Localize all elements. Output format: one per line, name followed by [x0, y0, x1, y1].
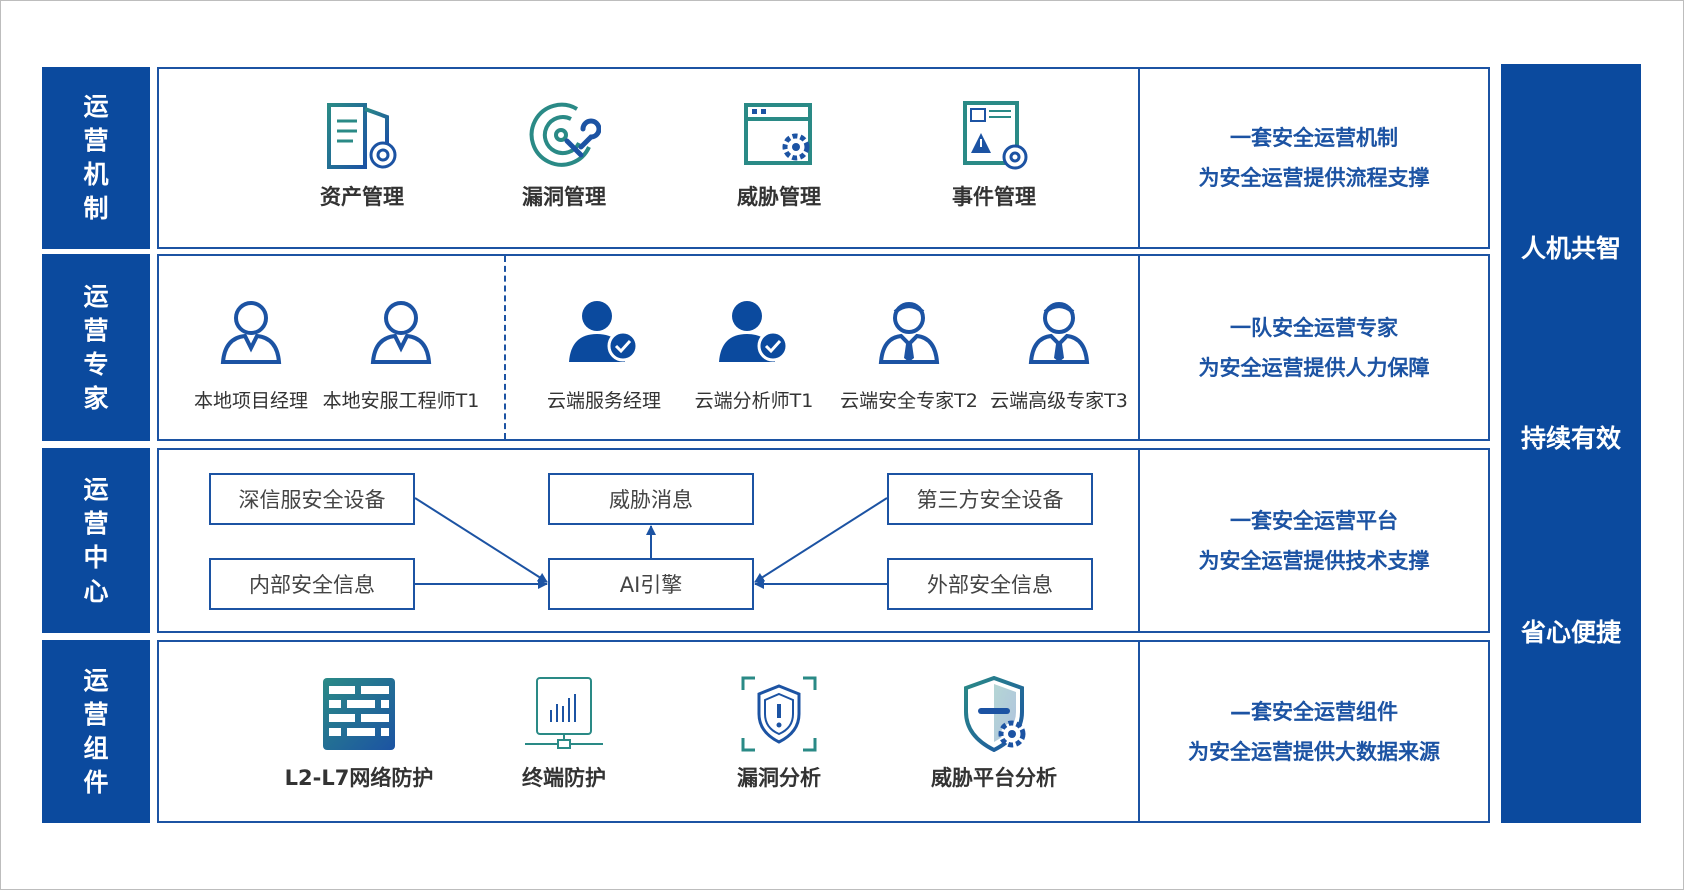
- item-threat-management: 威胁管理: [694, 99, 864, 211]
- item-vuln-management: 漏洞管理: [479, 99, 649, 211]
- experts-separator: [504, 256, 506, 439]
- item-label: 威胁管理: [737, 185, 821, 209]
- row-experts: 本地项目经理 本地安服工程师T1 云端服务经理 云端分析师T1: [157, 254, 1490, 441]
- expert-local-engineer: 本地安服工程师T1: [311, 298, 491, 413]
- item-label: 漏洞管理: [522, 185, 606, 209]
- component-label: L2-L7网络防护: [284, 766, 434, 790]
- right-value-1: 人机共智: [1520, 234, 1621, 263]
- person-tie-icon: [1028, 302, 1090, 364]
- row-divider: [1138, 642, 1140, 821]
- box-third-party-devices: 第三方安全设备: [887, 473, 1093, 525]
- box-threat-intel: 威胁消息: [548, 473, 754, 525]
- row-mechanism: 资产管理 漏洞管理 威胁管理 事件管理: [157, 67, 1490, 249]
- row-center: 深信服安全设备 内部安全信息 威胁消息 AI引擎 第三方安全设备 外部安全信息 …: [157, 448, 1490, 633]
- expert-label: 本地项目经理: [193, 390, 308, 412]
- component-label: 漏洞分析: [737, 766, 821, 790]
- box-external-info: 外部安全信息: [887, 558, 1093, 610]
- row-divider: [1138, 450, 1140, 631]
- vuln-radar-wrench-icon: [529, 102, 601, 167]
- asset-doc-gear-icon: [327, 103, 397, 169]
- threat-window-gear-icon: [744, 103, 812, 165]
- item-label: 事件管理: [952, 185, 1036, 209]
- expert-cloud-security-expert: 云端安全专家T2: [824, 298, 994, 413]
- person-outline-icon: [370, 301, 432, 364]
- summary-line-1: —套安全运营组件: [1230, 699, 1398, 724]
- summary-line-1: 一队安全运营专家: [1230, 315, 1398, 340]
- row-components: L2-L7网络防护 终端防护 漏洞分析: [157, 640, 1490, 823]
- summary-line-2: 为安全运营提供大数据来源: [1188, 739, 1440, 764]
- expert-cloud-service-manager: 云端服务经理: [524, 298, 684, 413]
- shield-gear-icon: [964, 676, 1026, 752]
- expert-label: 本地安服工程师T1: [322, 390, 480, 412]
- component-endpoint-protection: 终端防护: [479, 676, 649, 792]
- box-sangfor-devices: 深信服安全设备: [209, 473, 415, 525]
- summary-center: 一套安全运营平台 为安全运营提供技术支撑: [1140, 450, 1488, 631]
- row-label-components: 运营组件: [42, 640, 150, 823]
- event-doc-warning-icon: [963, 101, 1028, 170]
- box-internal-info: 内部安全信息: [209, 558, 415, 610]
- component-label: 终端防护: [522, 766, 606, 790]
- component-network-protection: L2-L7网络防护: [244, 676, 474, 792]
- person-tie-icon: [878, 302, 940, 364]
- summary-line-2: 为安全运营提供人力保障: [1198, 355, 1430, 380]
- expert-cloud-analyst: 云端分析师T1: [674, 298, 834, 413]
- right-value-2: 持续有效: [1520, 424, 1621, 453]
- expert-label: 云端安全专家T2: [840, 390, 978, 412]
- summary-experts: 一队安全运营专家 为安全运营提供人力保障: [1140, 256, 1488, 439]
- component-label: 威胁平台分析: [931, 766, 1057, 790]
- person-outline-icon: [220, 301, 282, 364]
- row-label-center: 运营中心: [42, 448, 150, 633]
- summary-line-1: 一套安全运营机制: [1230, 126, 1398, 150]
- firewall-brick-icon: [323, 678, 395, 750]
- person-check-icon: [719, 301, 789, 362]
- component-threat-platform-analysis: 威胁平台分析: [909, 676, 1079, 792]
- item-asset-management: 资产管理: [277, 99, 447, 211]
- expert-cloud-senior-expert: 云端高级专家T3: [974, 298, 1144, 413]
- right-value-3: 省心便捷: [1520, 618, 1621, 647]
- summary-line-1: 一套安全运营平台: [1230, 508, 1398, 533]
- row-divider: [1138, 256, 1140, 439]
- row-label-mechanism: 运营机制: [42, 67, 150, 249]
- right-column: 人机共智 持续有效 省心便捷: [1501, 64, 1641, 823]
- summary-mechanism: 一套安全运营机制 为安全运营提供流程支撑: [1140, 69, 1488, 247]
- item-label: 资产管理: [320, 185, 404, 209]
- row-divider: [1138, 69, 1140, 247]
- person-check-icon: [569, 301, 639, 362]
- shield-alert-scan-icon: [741, 676, 817, 752]
- expert-local-pm: 本地项目经理: [171, 298, 331, 413]
- box-ai-engine: AI引擎: [548, 558, 754, 610]
- endpoint-chart-icon: [525, 677, 603, 749]
- expert-label: 云端高级专家T3: [990, 390, 1128, 412]
- component-vuln-analysis: 漏洞分析: [694, 676, 864, 792]
- flow-arrows: [414, 497, 888, 589]
- expert-label: 云端服务经理: [546, 390, 661, 412]
- expert-label: 云端分析师T1: [694, 390, 814, 412]
- summary-line-2: 为安全运营提供流程支撑: [1198, 166, 1430, 190]
- item-event-management: 事件管理: [909, 99, 1079, 211]
- summary-line-2: 为安全运营提供技术支撑: [1198, 548, 1430, 573]
- summary-components: —套安全运营组件 为安全运营提供大数据来源: [1140, 642, 1488, 821]
- row-label-experts: 运营专家: [42, 254, 150, 441]
